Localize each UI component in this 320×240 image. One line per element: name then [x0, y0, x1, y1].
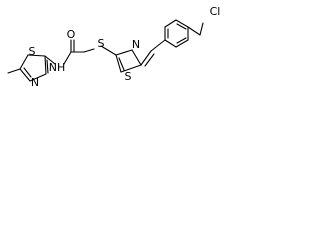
left-thiazole-ring: [7, 54, 49, 82]
carbonyl-oxygen-label: O: [67, 28, 76, 41]
right-ring-sulfur-label: S: [125, 70, 132, 83]
structure-canvas: Cl S S N O NH S N: [0, 0, 234, 104]
right-ring-nitrogen-label: N: [132, 38, 140, 51]
left-ring-sulfur-label: S: [29, 45, 36, 58]
atom-labels: Cl S S N O NH S N: [29, 5, 221, 89]
amide-nh-label: NH: [49, 61, 66, 74]
thioacetamide-linker: [44, 39, 117, 65]
left-ring-nitrogen-label: N: [31, 76, 39, 89]
thioether-sulfur-label: S: [98, 37, 105, 50]
chlorine-atom-label: Cl: [210, 5, 221, 18]
chlorophenyl-ring: [164, 19, 204, 48]
chemical-structure: Cl S S N O NH S N: [7, 5, 221, 89]
right-thiazole-ring: [115, 39, 166, 73]
